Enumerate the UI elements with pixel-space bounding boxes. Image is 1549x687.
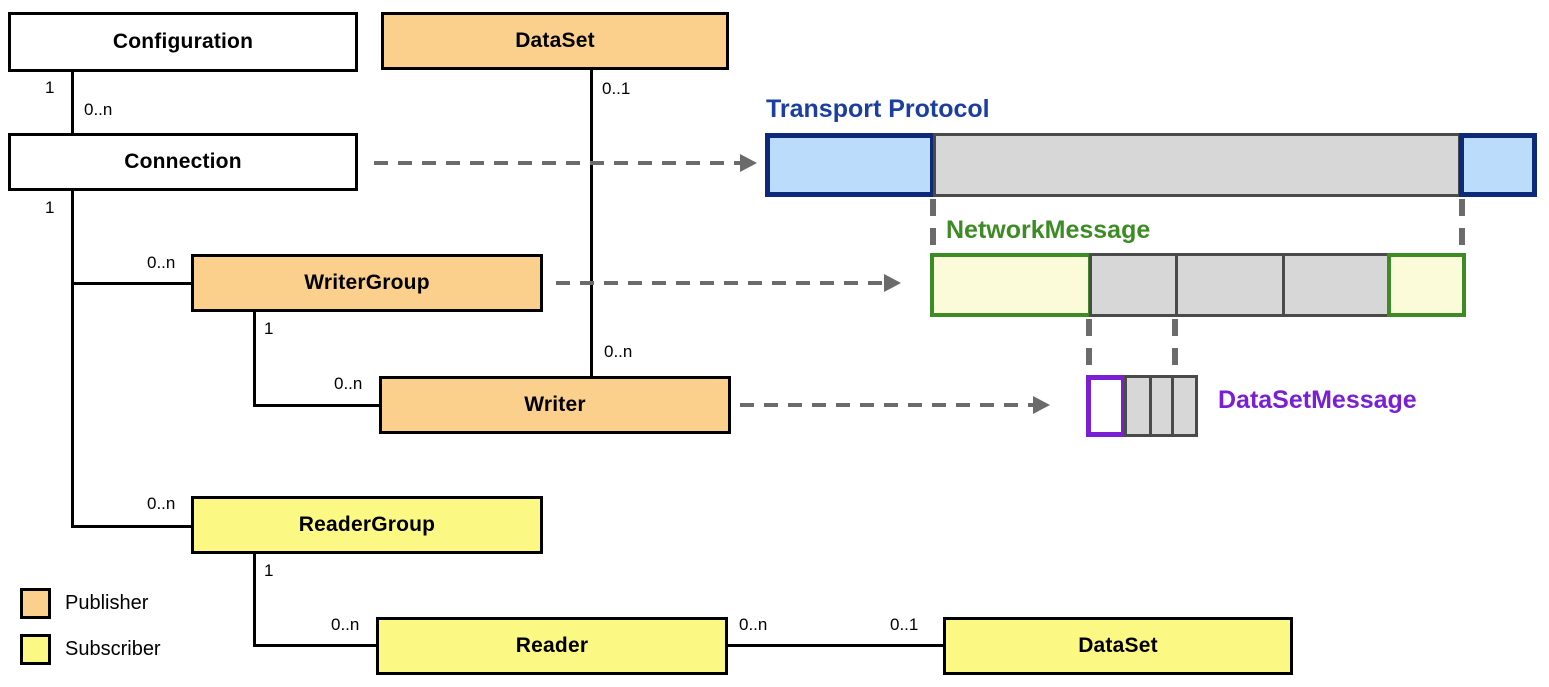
- bar-transport-protocol: [765, 133, 1537, 197]
- legend-label-publisher: Publisher: [65, 592, 149, 614]
- segment-datasetmessage-header: [1086, 375, 1126, 437]
- class-label-configuration: Configuration: [112, 30, 254, 53]
- assoc-dataset-writer: [590, 70, 593, 378]
- mult-dataset-writer-src: 0..1: [602, 79, 631, 98]
- mult-configuration-connection-dst: 0..n: [84, 100, 113, 119]
- assoc-readergroup-reader-horizontal: [253, 644, 378, 647]
- class-box-dataset-publisher[interactable]: DataSet: [381, 12, 729, 70]
- legend-swatch-publisher: [20, 588, 51, 619]
- segment-datasetmessage-field-3: [1171, 375, 1198, 437]
- tie-line-transport-network-left: [930, 199, 936, 256]
- segment-datasetmessage-field-1: [1124, 375, 1152, 437]
- mult-connection-trunk: 1: [45, 198, 55, 217]
- mult-dataset-writer-dst: 0..n: [604, 342, 633, 361]
- segment-transport-header: [765, 133, 935, 197]
- assoc-writergroup-writer-vertical: [253, 311, 256, 407]
- assoc-configuration-connection: [71, 72, 74, 134]
- legend-item-subscriber: Subscriber: [20, 634, 161, 665]
- arrow-shaft: [740, 403, 1033, 407]
- caption-networkmessage: NetworkMessage: [946, 216, 1151, 244]
- class-box-dataset-subscriber[interactable]: DataSet: [943, 617, 1293, 675]
- assoc-reader-dataset: [728, 644, 945, 647]
- class-box-configuration[interactable]: Configuration: [8, 12, 358, 72]
- mult-writergroup-writer-dst: 0..n: [334, 374, 363, 393]
- arrow-shaft: [374, 161, 740, 165]
- mult-connection-readergroup: 0..n: [147, 494, 176, 513]
- class-box-writergroup[interactable]: WriterGroup: [191, 254, 543, 312]
- tie-line-network-dataset-right: [1172, 319, 1178, 375]
- segment-network-payload-3: [1282, 253, 1390, 317]
- assoc-readergroup-reader-vertical: [253, 553, 256, 646]
- segment-transport-payload: [933, 133, 1461, 197]
- caption-datasetmessage: DataSetMessage: [1218, 386, 1417, 414]
- segment-network-payload-1: [1089, 253, 1178, 317]
- class-label-connection: Connection: [124, 150, 242, 173]
- assoc-connection-trunk: [71, 191, 74, 528]
- mult-readergroup-reader-src: 1: [264, 561, 274, 580]
- class-label-readergroup: ReaderGroup: [298, 513, 436, 536]
- arrow-head: [884, 274, 901, 292]
- mult-writergroup-writer-src: 1: [264, 319, 274, 338]
- assoc-writergroup-writer-horizontal: [253, 404, 381, 407]
- realization-arrow-connection-to-transport: [374, 154, 757, 172]
- legend-label-subscriber: Subscriber: [65, 638, 161, 660]
- class-box-reader[interactable]: Reader: [376, 617, 728, 675]
- tie-line-network-dataset-left: [1086, 319, 1092, 375]
- class-label-dataset-subscriber: DataSet: [1078, 634, 1158, 657]
- segment-transport-trailer: [1459, 133, 1537, 197]
- legend-item-publisher: Publisher: [20, 588, 148, 619]
- caption-transport-protocol: Transport Protocol: [766, 95, 990, 123]
- segment-network-header: [930, 253, 1092, 317]
- realization-arrow-writergroup-to-networkmessage: [556, 274, 901, 292]
- realization-arrow-writer-to-datasetmessage: [740, 396, 1050, 414]
- arrow-head: [740, 154, 757, 172]
- class-label-reader: Reader: [515, 634, 589, 657]
- tie-line-transport-network-right: [1459, 199, 1465, 256]
- assoc-connection-writergroup: [71, 282, 193, 285]
- arrow-shaft: [556, 281, 884, 285]
- segment-network-payload-2: [1175, 253, 1285, 317]
- arrow-head: [1033, 396, 1050, 414]
- segment-network-trailer: [1387, 253, 1466, 317]
- mult-readergroup-reader-dst: 0..n: [331, 615, 360, 634]
- mult-reader-dataset-src: 0..n: [739, 615, 768, 634]
- class-box-writer[interactable]: Writer: [379, 376, 731, 434]
- mult-connection-writergroup: 0..n: [147, 253, 176, 272]
- bar-datasetmessage: [1086, 375, 1198, 437]
- mult-reader-dataset-dst: 0..1: [890, 615, 919, 634]
- class-label-writergroup: WriterGroup: [304, 271, 430, 294]
- class-label-dataset-publisher: DataSet: [515, 29, 595, 52]
- class-box-readergroup[interactable]: ReaderGroup: [191, 496, 543, 554]
- class-label-writer: Writer: [524, 393, 586, 416]
- class-box-connection[interactable]: Connection: [8, 133, 358, 191]
- legend-swatch-subscriber: [20, 634, 51, 665]
- mult-configuration-connection-src: 1: [45, 78, 55, 97]
- assoc-connection-readergroup: [71, 525, 193, 528]
- bar-networkmessage: [930, 253, 1466, 317]
